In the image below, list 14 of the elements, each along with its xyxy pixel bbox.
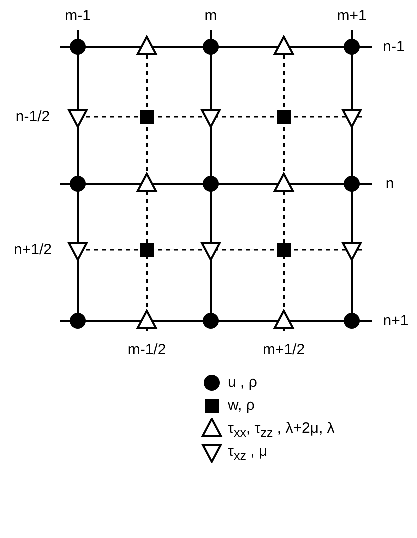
column-index-label: m+1 [337, 8, 367, 24]
column-index-label: m-1 [65, 8, 91, 24]
column-index-label: m+1/2 [262, 342, 306, 358]
legend-text: τ$_{xx}$, τ$_{zz}$ , λ+2μ, λ [228, 421, 335, 440]
column-index-label: m [204, 8, 218, 24]
legend-text: u , ρ [228, 375, 258, 390]
legend-text: w, ρ [228, 398, 255, 413]
column-index-label: m-1/2 [128, 342, 166, 358]
row-index-label: n+1 [383, 314, 409, 328]
row-index-label: n-1/2 [16, 110, 50, 124]
legend-text: τ$_{xz}$ , μ [228, 444, 268, 462]
row-index-label: n-1 [383, 40, 405, 54]
row-index-label: n [386, 176, 394, 192]
row-index-label: n+1/2 [14, 242, 52, 258]
